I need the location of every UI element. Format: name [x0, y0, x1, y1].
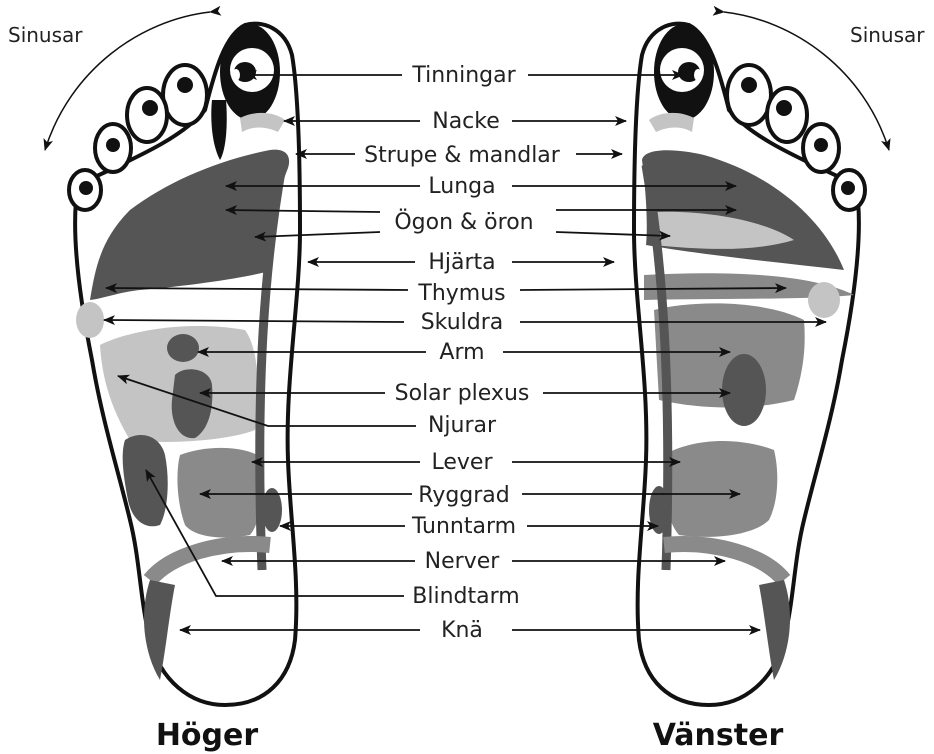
- zone-label-skuldra: Skuldra: [421, 310, 504, 335]
- zone-labels: Tinningar Nacke Strupe & mandlar Lunga Ö…: [364, 63, 561, 643]
- zone-label-solar: Solar plexus: [395, 381, 530, 406]
- right-knee-zone: [144, 580, 175, 680]
- left-foot-sole: [631, 5, 891, 708]
- right-shoulder-zone: [76, 302, 104, 338]
- right-foot-sole: [43, 5, 303, 708]
- zone-label-blindtarm: Blindtarm: [412, 584, 519, 609]
- zone-label-nacke: Nacke: [432, 109, 500, 134]
- arrow-ogon-right-2: [555, 230, 671, 241]
- arrow-thymus-left: [105, 283, 409, 294]
- zone-label-lever: Lever: [431, 450, 493, 475]
- sinus-label-left: Sinusar: [8, 23, 83, 47]
- zone-label-ogon: Ögon & öron: [394, 209, 533, 235]
- arrow-njurar: [117, 374, 416, 427]
- left-spine-line: [641, 164, 673, 571]
- arrow-skuldra-left: [103, 315, 405, 326]
- left-sinus-arrow: [712, 5, 891, 151]
- left-nerve-arc: [663, 536, 791, 586]
- left-thymus-zone: [644, 273, 854, 300]
- left-big-toe: [654, 24, 714, 120]
- right-colon-zone: [122, 435, 168, 527]
- foot-title-hoger: Höger: [156, 718, 259, 753]
- zone-label-hjarta: Hjärta: [428, 250, 495, 275]
- zone-label-njurar: Njurar: [428, 413, 497, 438]
- right-intestine-zone: [177, 447, 264, 538]
- left-shoulder-zone: [808, 282, 840, 318]
- left-eye-zone: [652, 211, 794, 249]
- zone-label-lunga: Lunga: [428, 174, 495, 199]
- right-sinus-arrow: [43, 5, 222, 151]
- left-intestine-zone: [663, 440, 778, 537]
- zone-label-strupe: Strupe & mandlar: [364, 143, 561, 168]
- arrow-ogon-left-1: [225, 205, 381, 216]
- sinus-label-right: Sinusar: [850, 23, 925, 47]
- right-nerve-arc: [143, 536, 271, 586]
- right-solar-zone: [171, 369, 213, 439]
- arrow-thymus-right: [519, 283, 787, 294]
- zone-label-tunntarm: Tunntarm: [411, 514, 516, 539]
- right-spine-line: [255, 159, 288, 571]
- right-tunntarm-zone: [262, 488, 282, 532]
- zone-label-kna: Knä: [441, 618, 483, 643]
- right-arm-zone: [167, 334, 199, 362]
- foot-title-vanster: Vänster: [653, 718, 784, 753]
- right-lung-zone: [90, 149, 290, 300]
- left-neck-zone: [649, 112, 694, 132]
- left-knee-zone: [759, 580, 790, 680]
- zone-label-arm: Arm: [439, 340, 484, 365]
- zone-label-nerver: Nerver: [425, 549, 501, 574]
- right-neck-zone: [240, 112, 285, 132]
- zone-label-thymus: Thymus: [417, 281, 505, 306]
- left-solar-zone: [722, 354, 766, 426]
- zone-label-tinningar: Tinningar: [411, 63, 516, 88]
- leader-arrows: [103, 70, 827, 635]
- zone-label-ryggrad: Ryggrad: [418, 483, 510, 508]
- arrow-blindtarm: [145, 469, 404, 597]
- arrow-ogon-left-2: [254, 231, 381, 242]
